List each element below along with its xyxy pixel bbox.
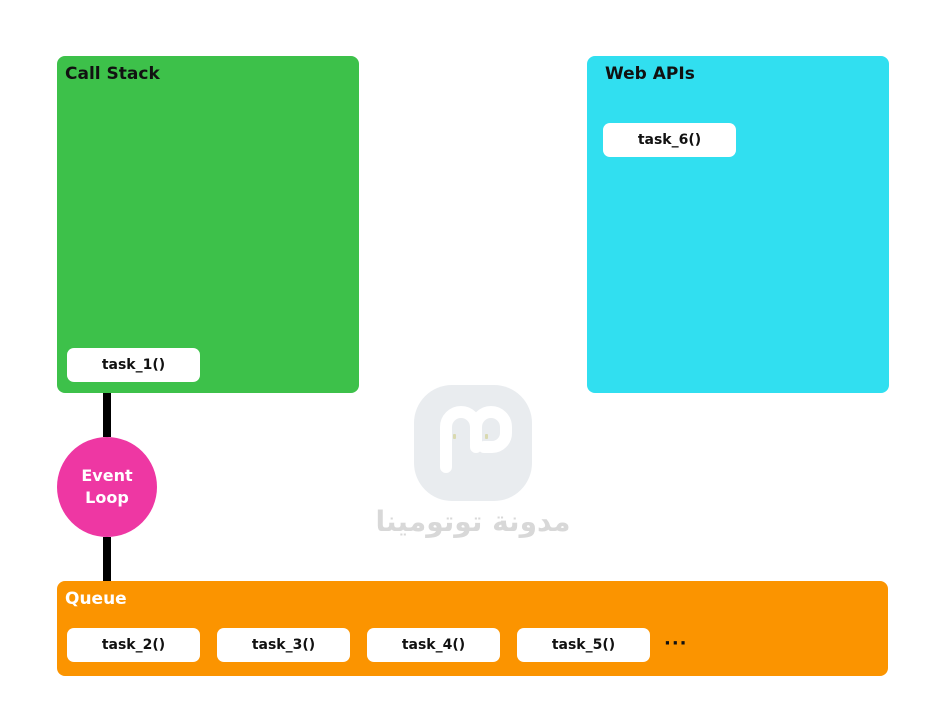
queue-task: task_5(): [517, 628, 650, 662]
web-apis-title: Web APIs: [605, 64, 695, 84]
queue-panel: Queue task_2() task_3() task_4() task_5(…: [57, 581, 888, 676]
watermark-logo-icon: [414, 385, 532, 501]
web-apis-panel: Web APIs task_6(): [587, 56, 889, 393]
queue-ellipsis: ···: [664, 633, 688, 654]
connector-stack-to-loop: [103, 393, 111, 437]
call-stack-title: Call Stack: [65, 64, 160, 84]
event-loop-label: Event Loop: [81, 466, 133, 507]
queue-title: Queue: [65, 589, 127, 609]
queue-task: task_3(): [217, 628, 350, 662]
call-stack-task: task_1(): [67, 348, 200, 382]
connector-loop-to-queue: [103, 537, 111, 581]
watermark-text: مدونة توتومينا: [375, 505, 571, 538]
queue-task: task_4(): [367, 628, 500, 662]
queue-task: task_2(): [67, 628, 200, 662]
event-loop-circle: Event Loop: [57, 437, 157, 537]
web-apis-task: task_6(): [603, 123, 736, 157]
call-stack-panel: Call Stack task_1(): [57, 56, 359, 393]
